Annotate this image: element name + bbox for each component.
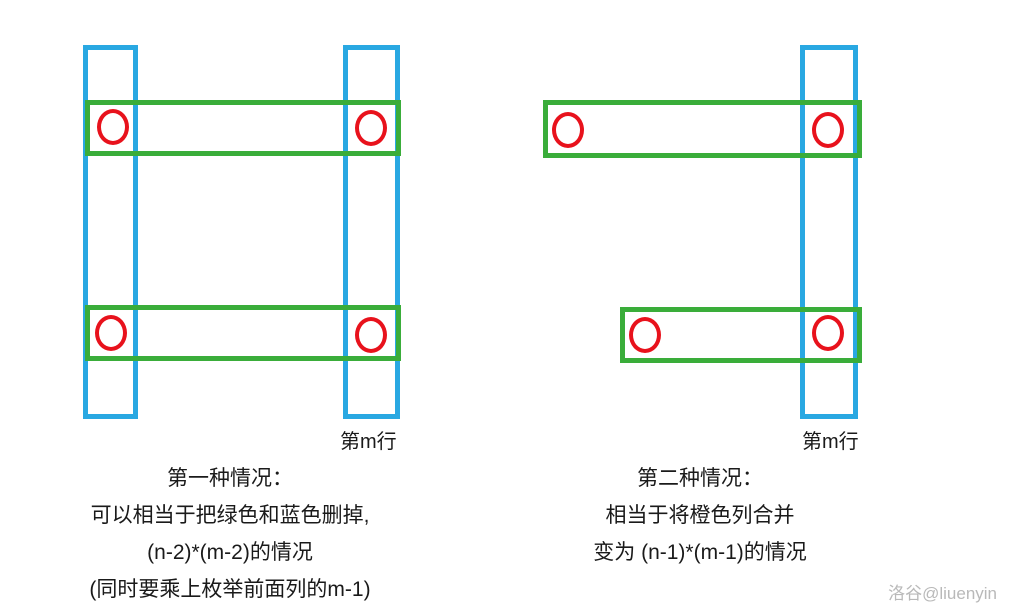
case2-red-circle-bottom-right — [812, 315, 844, 351]
case1-green-row-bottom — [85, 305, 401, 361]
case2-red-circle-top-right — [812, 112, 844, 148]
case2-caption: 第二种情况： 相当于将橙色列合并 变为 (n-1)*(m-1)的情况 — [520, 460, 880, 571]
case1-red-circle-bottom-left — [95, 315, 127, 351]
case1-green-row-top — [85, 100, 401, 156]
case2-caption-line2: 相当于将橙色列合并 — [605, 504, 795, 527]
watermark: 洛谷@liuenyin — [888, 584, 997, 603]
case2-red-circle-top-left — [552, 112, 584, 148]
case1-caption: 第一种情况： 可以相当于把绿色和蓝色删掉, (n-2)*(m-2)的情况 (同时… — [30, 460, 430, 608]
case2-caption-line1: 第二种情况： — [637, 467, 763, 490]
case2-caption-line3: 变为 (n-1)*(m-1)的情况 — [593, 541, 807, 564]
case2-row-label: 第m行 — [802, 431, 859, 453]
case1-caption-line4: (同时要乘上枚举前面列的m-1) — [89, 578, 371, 601]
case1-red-circle-top-left — [97, 109, 129, 145]
case1-caption-line2: 可以相当于把绿色和蓝色删掉, — [90, 504, 370, 527]
case1-caption-line1: 第一种情况： — [167, 467, 293, 490]
case1-row-label: 第m行 — [340, 431, 397, 453]
case2-green-row-top — [543, 100, 862, 158]
case1-red-circle-top-right — [355, 110, 387, 146]
case1-red-circle-bottom-right — [355, 317, 387, 353]
case2-red-circle-bottom-left — [629, 317, 661, 353]
case1-blue-column-left — [83, 45, 138, 419]
case1-caption-line3: (n-2)*(m-2)的情况 — [147, 541, 313, 564]
case2-blue-column — [800, 45, 858, 419]
case2-green-row-bottom — [620, 307, 862, 363]
case1-blue-column-right — [343, 45, 400, 419]
